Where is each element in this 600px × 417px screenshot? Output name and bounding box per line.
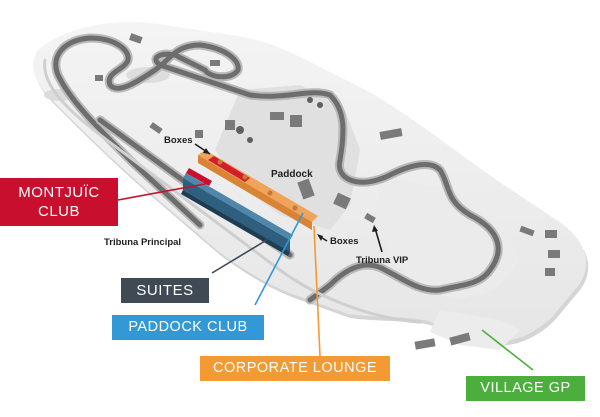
track-buildings [95, 33, 560, 350]
paddock-label: Paddock [271, 169, 313, 180]
zone-paddock-club[interactable]: PADDOCK CLUB [112, 315, 264, 340]
zone-village-gp-label: VILLAGE GP [480, 380, 571, 396]
tribuna-principal-label: Tribuna Principal [104, 237, 182, 248]
zone-montjuic-club[interactable]: MONTJUÏC CLUB [0, 178, 118, 226]
paddock-trees [236, 97, 323, 143]
tribuna-vip-label: Tribuna VIP [356, 255, 409, 266]
zone-paddock-club-label: PADDOCK CLUB [128, 319, 248, 335]
boxes-bottom-label: Boxes [330, 236, 359, 247]
pointer-arrows [203, 148, 378, 241]
zone-village-gp[interactable]: VILLAGE GP [466, 376, 585, 401]
zone-corporate-lounge-label: CORPORATE LOUNGE [212, 360, 378, 376]
zone-montjuic-line2: CLUB [37, 203, 80, 220]
pit-building [198, 150, 318, 230]
zone-suites-label: SUITES [136, 282, 194, 299]
zone-suites[interactable]: SUITES [121, 278, 209, 303]
zone-montjuic-line1: MONTJUÏC [18, 184, 100, 201]
tribuna-principal-stand [181, 168, 293, 256]
zone-corporate-lounge[interactable]: CORPORATE LOUNGE [200, 356, 390, 381]
pointer-lines [117, 143, 534, 371]
boxes-top-label: Boxes [164, 135, 193, 146]
